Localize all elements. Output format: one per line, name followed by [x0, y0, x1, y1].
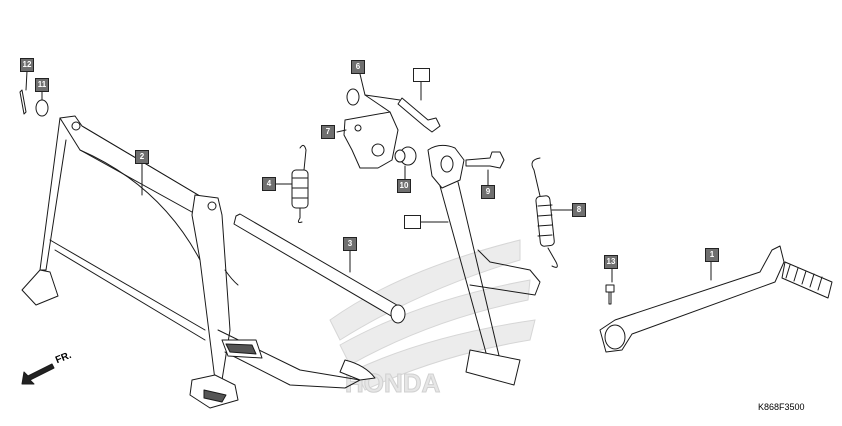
arrow-down-left-icon: [21, 363, 55, 385]
pivot-bolt: [397, 97, 441, 133]
side-stand: [427, 144, 541, 386]
cotter-pin: [19, 89, 27, 115]
stand-shaft: [233, 213, 406, 324]
pedal-bolt: [605, 284, 615, 305]
washer: [35, 99, 49, 117]
callout-3: 3: [343, 237, 357, 251]
side-stand-bracket: [343, 111, 399, 169]
main-stand: [21, 115, 376, 409]
callout-2: 2: [135, 150, 149, 164]
callout-11: 11: [35, 78, 49, 92]
callout-blank-side-stand: [404, 215, 421, 229]
callout-8: 8: [572, 203, 586, 217]
callout-10: 10: [397, 179, 411, 193]
pivot-nut: [394, 146, 417, 166]
callout-7: 7: [321, 125, 335, 139]
wing-logo-watermark: HONDA: [329, 239, 536, 399]
callout-13: 13: [604, 255, 618, 269]
diagram-code: K868F3500: [758, 402, 805, 412]
callout-12: 12: [20, 58, 34, 72]
leader-lines: [25, 70, 712, 283]
callout-9: 9: [481, 185, 495, 199]
callout-6: 6: [351, 60, 365, 74]
callout-blank-bolt: [413, 68, 430, 82]
side-stand-bolt: [465, 151, 505, 169]
callout-4: 4: [262, 177, 276, 191]
pedal-arm: [599, 245, 833, 353]
callout-1: 1: [705, 248, 719, 262]
collar: [346, 88, 360, 106]
long-spring: [531, 157, 558, 268]
small-spring: [291, 144, 309, 223]
